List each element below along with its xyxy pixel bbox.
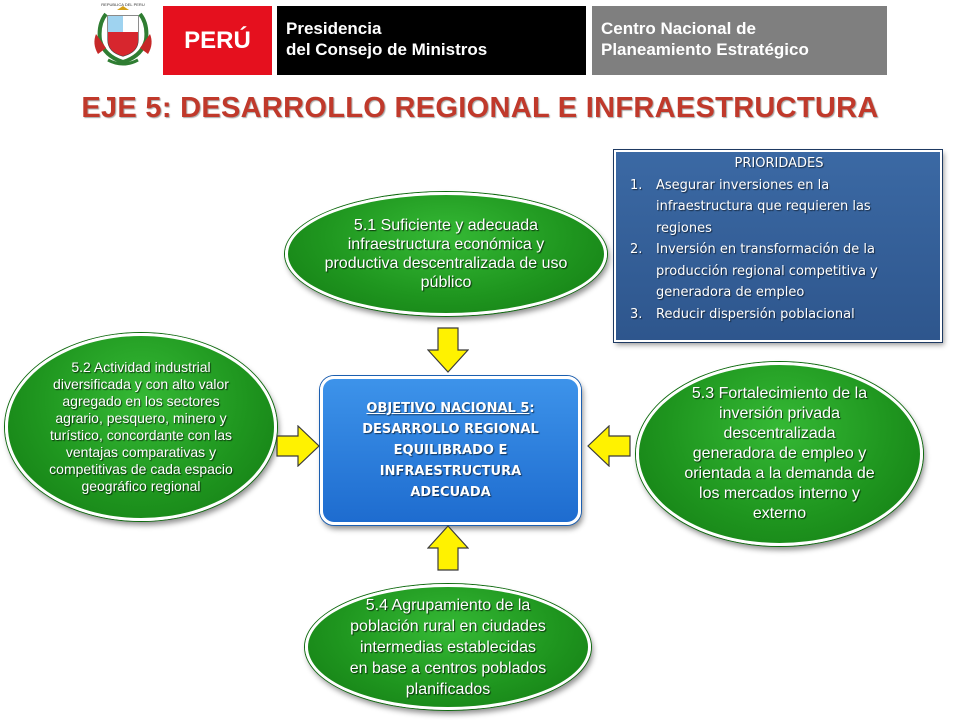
oval-line: geográfico regional	[81, 478, 201, 494]
coat-of-arms-caption: REPUBLICA DEL PERU	[101, 2, 145, 7]
peru-label-box: PERÚ	[163, 6, 272, 75]
oval-line: los mercados interno y	[699, 485, 860, 502]
priority-item: 3. Reducir dispersión poblacional	[626, 304, 932, 326]
arrow-down-icon	[427, 327, 469, 373]
page-title: EJE 5: DESARROLLO REGIONAL E INFRAESTRUC…	[81, 92, 879, 124]
priorities-list: 1. Asegurar inversiones en la infraestru…	[626, 175, 932, 326]
oval-line: orientada a la demanda de	[684, 465, 875, 482]
oval-line: 5.4 Agrupamiento de la	[365, 596, 531, 614]
priority-text: Inversión en transformación de la produc…	[656, 239, 878, 304]
priority-line: Inversión en transformación de la	[656, 242, 875, 257]
priority-number: 1.	[630, 177, 643, 193]
ceplan-line1: Centro Nacional de	[601, 19, 756, 38]
priority-item: 2. Inversión en transformación de la pro…	[626, 239, 932, 304]
arrow-left-icon	[587, 425, 631, 467]
pcm-box: Presidencia del Consejo de Ministros	[277, 6, 586, 75]
oval-line: productiva descentralizada de uso	[324, 255, 568, 272]
oval-line: 5.1 Suficiente y adecuada	[353, 217, 539, 234]
priority-text: Asegurar inversiones en la infraestructu…	[656, 175, 871, 240]
oval-line: turístico, concordante con las	[49, 427, 233, 443]
priority-line: generadora de empleo	[656, 285, 805, 300]
center-line: INFRAESTRUCTURA	[379, 464, 522, 479]
oval-line: infraestructura económica y	[347, 236, 545, 253]
objective-5-2-oval: 5.2 Actividad industrial diversificada y…	[5, 333, 277, 521]
priority-line: Reducir dispersión poblacional	[656, 306, 855, 322]
center-line: DESARROLLO REGIONAL	[362, 422, 539, 437]
oval-line: público	[420, 274, 472, 291]
arrow-right-icon	[276, 425, 320, 467]
priority-number: 2.	[630, 242, 643, 257]
ceplan-line2: Planeamiento Estratégico	[601, 40, 809, 59]
center-heading: OBJETIVO NACIONAL 5	[366, 401, 530, 416]
peru-label: PERÚ	[184, 26, 251, 54]
oval-line: generadora de empleo y	[692, 445, 867, 462]
priorities-box: PRIORIDADES 1. Asegurar inversiones en l…	[614, 150, 942, 342]
oval-line: diversificada y con alto valor	[53, 376, 229, 392]
oval-line: competitivas de cada espacio	[49, 461, 233, 477]
oval-line: agregado en los sectores	[62, 393, 220, 409]
priority-number: 3.	[630, 306, 643, 322]
priority-line: Asegurar inversiones en la	[656, 177, 830, 193]
objective-5-4-oval: 5.4 Agrupamiento de la población rural e…	[305, 584, 591, 710]
pcm-line1: Presidencia	[286, 19, 382, 38]
objective-5-3-oval: 5.3 Fortalecimiento de la inversión priv…	[636, 362, 923, 546]
oval-line: población rural en ciudades	[350, 617, 546, 635]
oval-line: descentralizada	[723, 425, 836, 442]
oval-line: intermedias establecidas	[359, 638, 537, 656]
oval-line: ventajas comparativas y	[65, 444, 217, 460]
oval-line: externo	[752, 505, 807, 522]
peru-coat-of-arms-icon	[94, 6, 152, 66]
priorities-title: PRIORIDADES	[734, 156, 824, 171]
arrow-up-icon	[427, 525, 469, 571]
ceplan-box: Centro Nacional de Planeamiento Estratég…	[592, 6, 887, 75]
national-objective-box: OBJETIVO NACIONAL 5: DESARROLLO REGIONAL…	[320, 376, 581, 525]
objective-5-1-oval: 5.1 Suficiente y adecuada infraestructur…	[285, 192, 607, 316]
center-colon: :	[529, 401, 535, 416]
priority-line: infraestructura que requieren las	[656, 199, 871, 214]
priority-text: Reducir dispersión poblacional	[656, 304, 855, 326]
oval-line: agrario, pesquero, minero y	[55, 410, 227, 426]
oval-line: en base a centros poblados	[349, 659, 547, 677]
pcm-line2: del Consejo de Ministros	[286, 40, 488, 59]
priority-line: regiones	[656, 220, 712, 236]
center-line: ADECUADA	[410, 485, 491, 500]
oval-line: inversión privada	[719, 405, 840, 422]
oval-line: 5.2 Actividad industrial	[71, 359, 211, 375]
priority-item: 1. Asegurar inversiones en la infraestru…	[626, 175, 932, 240]
oval-line: planificados	[405, 680, 491, 698]
priority-line: producción regional competitiva y	[656, 263, 878, 279]
oval-line: 5.3 Fortalecimiento de la	[691, 385, 868, 402]
center-line: EQUILIBRADO E	[393, 443, 508, 458]
